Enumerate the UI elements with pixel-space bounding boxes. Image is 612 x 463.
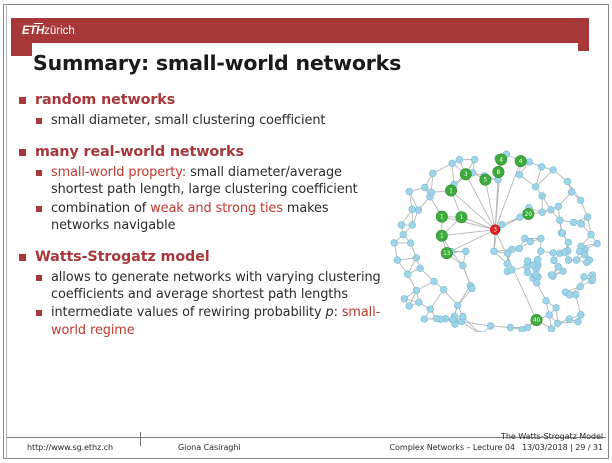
svg-text:4: 4: [519, 159, 523, 165]
svg-text:1: 1: [449, 188, 453, 194]
eth-header-tab-right: [578, 43, 589, 51]
bullet-text: combination of: [51, 200, 151, 216]
svg-text:20: 20: [525, 212, 533, 218]
bullet-text: intermediate values of rewiring probabil…: [51, 305, 326, 321]
list-item: intermediate values of rewiring probabil…: [35, 304, 387, 338]
svg-text:1: 1: [440, 215, 444, 221]
bullet-text: small diameter, small clustering coeffic…: [51, 113, 326, 128]
footer-separator: [140, 432, 141, 446]
graph-nodes: [390, 150, 601, 332]
network-graph-figure: 4 4 8 3 5 1 1 1 1 13 20 40 3: [373, 147, 601, 332]
svg-text:4: 4: [499, 157, 503, 163]
footer-url[interactable]: http://www.sg.ethz.ch: [27, 442, 113, 452]
section-watts-strogatz-model: Watts-Strogatz model allows to generate …: [17, 247, 387, 339]
svg-text:1: 1: [440, 234, 444, 240]
bullet-square-icon: [36, 310, 42, 317]
bullet-square-icon: [36, 118, 42, 124]
bullet-text: allows to generate networks with varying…: [51, 270, 381, 303]
list-item: combination of weak and strong ties make…: [35, 200, 387, 234]
footer-author: Giona Casiraghi: [178, 442, 241, 452]
section-real-world-networks: many real-world networks small-world pro…: [17, 142, 387, 234]
svg-text:13: 13: [443, 251, 451, 257]
svg-text:40: 40: [533, 318, 541, 324]
bullet-text-highlight: weak and strong ties: [150, 200, 283, 216]
list-item: small diameter, small clustering coeffic…: [35, 112, 387, 129]
bullet-text-highlight: small-world property:: [51, 165, 187, 181]
svg-text:3: 3: [464, 172, 468, 178]
bullet-text-italic: p: [325, 305, 334, 321]
eth-logo: ETHzürich: [22, 22, 75, 39]
section-random-networks: random networks small diameter, small cl…: [17, 90, 387, 129]
list-item: small-world property: small diameter/ave…: [35, 164, 387, 198]
slide-content: random networks small diameter, small cl…: [17, 90, 387, 342]
eth-header-tab-left: [11, 43, 32, 56]
svg-text:8: 8: [497, 170, 501, 176]
eth-logo-secondary: zürich: [44, 25, 75, 37]
outline-list: random networks small diameter, small cl…: [17, 90, 387, 339]
bullet-square-icon: [36, 275, 42, 282]
section-heading: many real-world networks: [35, 144, 244, 161]
bullet-square-icon: [19, 149, 26, 157]
page-title: Summary: small-world networks: [33, 51, 402, 75]
footer-page: 29 / 31: [575, 441, 603, 452]
footer-topic: The Watts-Strogatz Model: [501, 431, 603, 441]
svg-text:3: 3: [493, 228, 497, 234]
bullet-square-icon: [19, 254, 26, 262]
bullet-square-icon: [19, 97, 26, 104]
footer-pipe: |: [567, 441, 576, 452]
bullet-text: makes networks navigable: [51, 200, 329, 233]
bullet-square-icon: [36, 170, 42, 177]
section-heading: random networks: [35, 92, 176, 108]
footer-course: Complex Networks – Lecture 04: [389, 441, 516, 452]
svg-text:1: 1: [460, 215, 464, 221]
graph-node-labels: 4 4 8 3 5 1 1 1 1 13 20 40 3: [440, 157, 540, 324]
section-bullets: small-world property: small diameter/ave…: [35, 164, 387, 234]
section-bullets: allows to generate networks with varying…: [35, 269, 387, 339]
list-item: allows to generate networks with varying…: [35, 269, 387, 303]
bullet-square-icon: [36, 205, 42, 212]
eth-header-bar: [11, 18, 589, 43]
bullet-text: small diameter/average shortest path len…: [51, 165, 358, 198]
network-graph-svg: 4 4 8 3 5 1 1 1 1 13 20 40 3: [390, 150, 601, 332]
section-bullets: small diameter, small clustering coeffic…: [35, 112, 387, 129]
footer-divider: [7, 437, 606, 438]
svg-text:5: 5: [484, 178, 488, 184]
bullet-text: :: [333, 305, 342, 321]
eth-logo-primary: ETH: [22, 25, 45, 37]
section-heading: Watts-Strogatz model: [35, 249, 210, 266]
footer-date: 13/03/2018: [521, 441, 568, 452]
footer-meta: The Watts-Strogatz Model Complex Network…: [390, 431, 604, 452]
bullet-text-highlight: small-world regime: [51, 305, 381, 338]
